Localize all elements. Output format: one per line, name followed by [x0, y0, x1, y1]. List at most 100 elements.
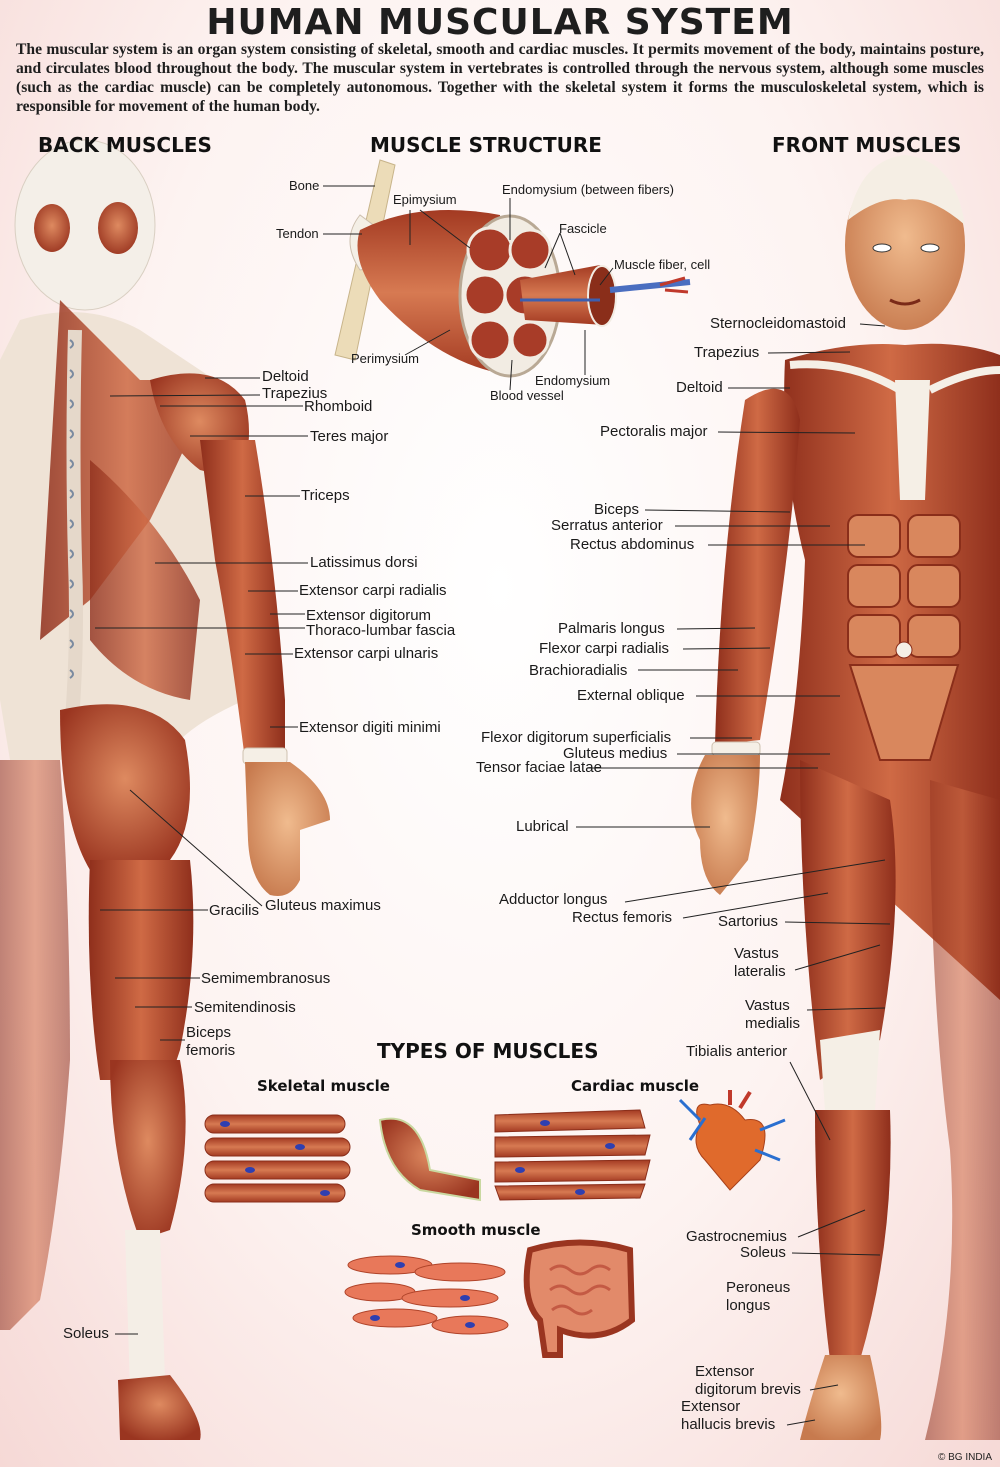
intestine-illustration: [523, 1239, 636, 1358]
label-front-ext-hallucis-brevis-line2: hallucis brevis: [681, 1416, 776, 1433]
types-illustrations: [204, 1090, 786, 1358]
label-back-semimembranosus: Semimembranosus: [201, 970, 331, 987]
label-back-ext-digiti-minimi: Extensor digiti minimi: [299, 719, 441, 736]
front-right-foot: [800, 1355, 882, 1440]
label-blood-vessel: Blood vessel: [490, 388, 564, 403]
back-gluteus-shape: [60, 704, 190, 870]
leader-lines: [95, 185, 891, 1426]
label-front-ext-hallucis-brevis-line1: Extensor: [681, 1398, 741, 1415]
label-smooth-muscle: Smooth muscle: [411, 1221, 541, 1239]
back-spine-hooks: [69, 339, 74, 679]
front-hand: [691, 755, 760, 895]
label-back-deltoid: Deltoid: [262, 368, 309, 385]
label-front-sternocleidomastoid: Sternocleidomastoid: [710, 315, 846, 332]
label-front-ext-digitorum-brevis-line2: digitorum brevis: [695, 1381, 801, 1398]
front-figure: [691, 155, 1000, 1440]
label-back-ext-carpi-ulnaris: Extensor carpi ulnaris: [294, 645, 439, 662]
back-spine: [65, 329, 83, 721]
front-right-shin: [815, 1110, 891, 1360]
front-mouth: [889, 298, 921, 306]
cardiac-nuclei: [515, 1120, 615, 1195]
back-wrist-band: [242, 747, 288, 765]
heading-back-muscles: BACK MUSCLES: [38, 133, 212, 157]
heading-muscle-structure: MUSCLE STRUCTURE: [370, 133, 602, 157]
label-back-soleus: Soleus: [63, 1325, 109, 1342]
label-front-adductor-longus: Adductor longus: [499, 891, 608, 908]
label-back-ext-carpi-radialis: Extensor carpi radialis: [299, 582, 447, 599]
label-front-gluteus-medius: Gluteus medius: [563, 745, 668, 762]
label-front-palmaris: Palmaris longus: [558, 620, 665, 637]
label-front-trapezius: Trapezius: [694, 344, 760, 361]
label-bone: Bone: [289, 178, 320, 193]
smooth-cells: [344, 1255, 509, 1335]
label-front-serratus: Serratus anterior: [551, 517, 663, 534]
back-hand: [245, 762, 330, 896]
back-skull: [14, 139, 156, 311]
label-front-vastus-lateralis-line1: Vastus: [734, 945, 779, 962]
label-back-latissimus: Latissimus dorsi: [310, 554, 418, 571]
label-front-deltoid: Deltoid: [676, 379, 723, 396]
heading-front-muscles: FRONT MUSCLES: [772, 133, 962, 157]
label-front-sartorius: Sartorius: [718, 913, 779, 930]
label-muscle-fiber: Muscle fiber, cell: [614, 257, 711, 272]
label-front-peroneus-line1: Peroneus: [726, 1279, 791, 1296]
back-figure: [0, 139, 330, 1440]
label-back-biceps-femoris-line2: femoris: [186, 1042, 236, 1059]
smooth-nuclei: [370, 1262, 475, 1328]
label-cardiac-muscle: Cardiac muscle: [571, 1077, 700, 1095]
copyright-notice: © BG INDIA: [937, 1452, 992, 1463]
label-back-gracilis: Gracilis: [209, 902, 260, 919]
back-left-leg: [0, 760, 70, 1330]
label-front-ext-digitorum-brevis-line1: Extensor: [695, 1363, 755, 1380]
label-back-biceps-femoris-line1: Biceps: [186, 1024, 232, 1041]
front-navel: [895, 641, 913, 659]
cardiac-cells: [494, 1109, 651, 1201]
label-back-rhomboid: Rhomboid: [304, 398, 373, 415]
label-perimysium: Perimysium: [351, 351, 419, 366]
back-achilles: [125, 1230, 165, 1390]
back-thigh: [88, 860, 194, 1080]
back-arm: [200, 440, 285, 760]
back-latissimus-shape: [90, 460, 200, 700]
label-front-tensor-faciae: Tensor faciae latae: [476, 759, 602, 776]
front-right-thigh: [800, 760, 896, 1080]
label-front-flexor-carpi-radialis: Flexor carpi radialis: [539, 640, 670, 657]
label-back-semitendinosis: Semitendinosis: [194, 999, 296, 1016]
label-front-vastus-medialis-line1: Vastus: [745, 997, 790, 1014]
structure-fiber-end: [659, 276, 689, 294]
label-front-external-oblique: External oblique: [577, 687, 685, 704]
label-front-vastus-medialis-line2: medialis: [745, 1015, 801, 1032]
front-arm: [715, 388, 800, 745]
front-left-leg: [925, 780, 1000, 1440]
heart-illustration: [678, 1090, 786, 1191]
intestine-coils: [549, 1264, 611, 1316]
label-front-soleus: Soleus: [740, 1244, 786, 1261]
front-right-knee: [820, 1030, 880, 1110]
back-foot: [118, 1375, 201, 1440]
label-endomysium: Endomysium: [535, 373, 611, 388]
label-front-tibialis: Tibialis anterior: [686, 1043, 788, 1060]
elbow-illustration: [378, 1117, 481, 1202]
intro-paragraph: The muscular system is an organ system c…: [16, 41, 984, 115]
label-back-ext-digitorum: Extensor digitorum: [306, 607, 432, 624]
label-front-rectus-abdominus: Rectus abdominus: [570, 536, 695, 553]
back-ear-muscle-left: [34, 204, 70, 252]
label-back-trapezius: Trapezius: [262, 385, 328, 402]
front-scalp: [848, 155, 965, 225]
label-front-flexor-digitorum: Flexor digitorum superficialis: [481, 729, 672, 746]
label-front-biceps: Biceps: [594, 501, 640, 518]
page-title: HUMAN MUSCULAR SYSTEM: [206, 2, 794, 43]
back-calf: [110, 1060, 186, 1240]
label-front-gastrocnemius: Gastrocnemius: [686, 1228, 787, 1245]
label-front-rectus-femoris: Rectus femoris: [572, 909, 673, 926]
label-front-pectoralis: Pectoralis major: [600, 423, 708, 440]
front-eye-right: [920, 243, 940, 253]
skeletal-cells: [204, 1114, 351, 1203]
skeletal-nuclei: [220, 1121, 330, 1196]
front-eye-left: [872, 243, 892, 253]
structure-illustration: [334, 159, 691, 378]
label-fascicle: Fascicle: [559, 221, 607, 236]
label-front-peroneus-line2: longus: [726, 1297, 771, 1314]
label-epimysium: Epimysium: [393, 192, 457, 207]
